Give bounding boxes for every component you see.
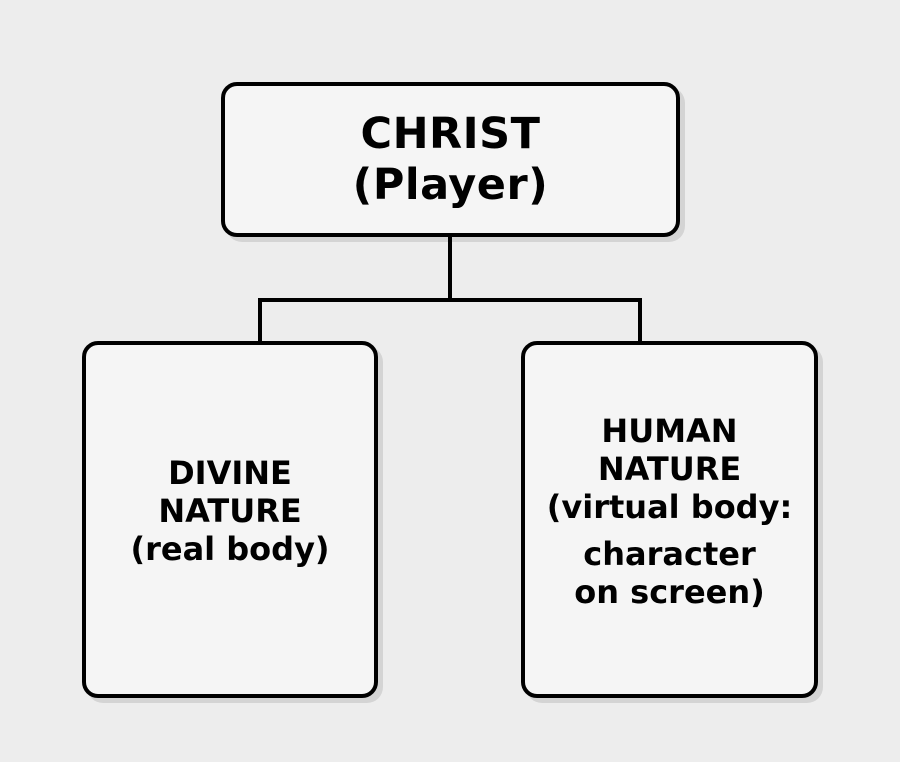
node-divine-nature-line-3: (real body) xyxy=(130,529,330,568)
connector-drop-left xyxy=(258,298,262,345)
connector-horizontal-bar xyxy=(258,298,642,302)
node-christ-line-1: CHRIST xyxy=(360,108,541,159)
node-human-nature[interactable]: HUMAN NATURE (virtual body: character on… xyxy=(521,341,818,698)
connector-drop-right xyxy=(638,298,642,345)
node-human-nature-line-1: HUMAN xyxy=(601,412,738,450)
node-human-nature-line-4: character xyxy=(583,535,756,574)
node-christ-line-2: (Player) xyxy=(352,159,549,210)
node-christ[interactable]: CHRIST (Player) xyxy=(221,82,680,237)
node-human-nature-line-2: NATURE xyxy=(597,449,742,488)
connector-trunk-line xyxy=(448,235,452,302)
node-human-nature-line-5: on screen) xyxy=(574,573,765,611)
node-human-nature-line-3: (virtual body: xyxy=(546,487,793,526)
node-divine-nature-line-1: DIVINE xyxy=(168,454,292,492)
node-divine-nature-line-2: NATURE xyxy=(158,491,302,530)
node-divine-nature[interactable]: DIVINE NATURE (real body) xyxy=(82,341,378,698)
